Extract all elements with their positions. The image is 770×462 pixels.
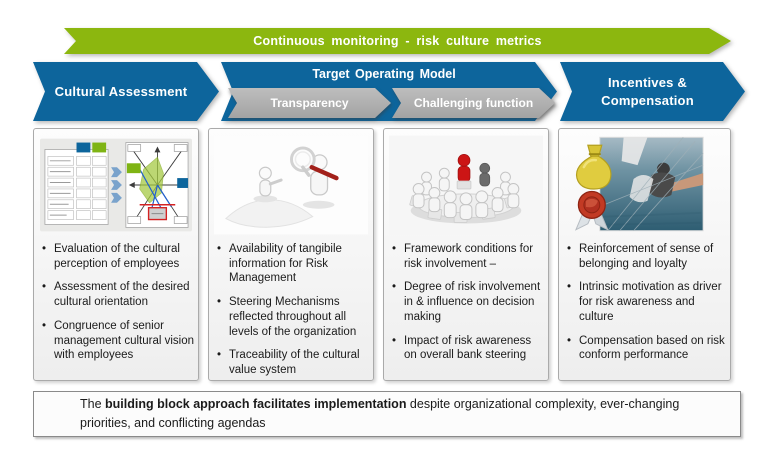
sub-arrow-transparency: Transparency xyxy=(228,88,391,118)
column-challenging-function: Framework conditions for risk involvemen… xyxy=(383,128,549,381)
award-seal-icon xyxy=(574,190,609,231)
pillar-target-operating-model-label: Target Operating Model xyxy=(312,67,456,81)
incentives-image xyxy=(564,134,725,236)
pillar-incentives-compensation: Incentives & Compensation xyxy=(560,62,745,121)
pillar-target-operating-model: Target Operating Model Transparency Chal… xyxy=(221,62,557,121)
key-message-text: The building block approach facilitates … xyxy=(80,395,726,433)
small-figure xyxy=(253,166,283,203)
sub-arrow-challenging-function: Challenging function xyxy=(392,88,555,118)
continuous-monitoring-banner: Continuous monitoring - risk culture met… xyxy=(64,28,731,54)
bullet-item: Evaluation of the cultural perception of… xyxy=(42,242,194,271)
red-leader-figure xyxy=(457,154,471,183)
survey-table-radar-icon xyxy=(39,138,193,232)
bullet-item: Impact of risk awareness on overall bank… xyxy=(392,334,544,363)
column-cultural-assessment: Evaluation of the cultural perception of… xyxy=(33,128,199,381)
incentives-compensation-bullets: Reinforcement of sense of belonging and … xyxy=(567,242,726,363)
bullet-item: Intrinsic motivation as driver for risk … xyxy=(567,280,726,324)
ramp-shape xyxy=(225,199,314,228)
sailing-photo xyxy=(599,136,704,232)
magnifying-glass-handle xyxy=(309,165,339,181)
bullet-item: Congruence of senior management cultural… xyxy=(42,319,194,363)
sail xyxy=(621,137,648,166)
column-transparency: Availability of tangibile information fo… xyxy=(208,128,374,381)
bullet-item: Framework conditions for risk involvemen… xyxy=(392,242,544,271)
magnifier-figures-icon xyxy=(214,135,368,235)
transparency-bullets: Availability of tangibile information fo… xyxy=(217,242,369,378)
survey-table xyxy=(44,142,109,225)
bullet-item: Steering Mechanisms reflected throughout… xyxy=(217,295,369,339)
cultural-assessment-bullets: Evaluation of the cultural perception of… xyxy=(42,242,194,363)
key-message-suffix: despite organizational complexity, ever-… xyxy=(80,397,680,430)
bullet-item: Compensation based on risk conform perfo… xyxy=(567,334,726,363)
banner-label: Continuous monitoring - risk culture met… xyxy=(64,28,731,54)
key-message-prefix: The xyxy=(80,397,106,412)
figures-with-magnifying-glass-image xyxy=(214,134,368,236)
pillar-cultural-assessment: Cultural Assessment xyxy=(33,62,219,121)
crowd-circle-icon xyxy=(389,135,543,235)
green-label-box xyxy=(126,163,141,174)
pillar-incentives-compensation-label: Incentives & Compensation xyxy=(601,74,694,108)
crowd-circle-image xyxy=(389,134,543,236)
incentives-collage-icon xyxy=(574,136,704,232)
blue-label-box xyxy=(177,178,189,188)
bullet-item: Assessment of the desired cultural orien… xyxy=(42,280,194,309)
magnifier-figure xyxy=(290,146,339,209)
sub-arrow-transparency-label: Transparency xyxy=(228,88,391,118)
dark-figure xyxy=(479,162,491,187)
column-incentives-compensation: Reinforcement of sense of belonging and … xyxy=(558,128,731,381)
bullet-item: Reinforcement of sense of belonging and … xyxy=(567,242,726,271)
green-triangle-icon xyxy=(34,393,66,435)
challenging-function-bullets: Framework conditions for risk involvemen… xyxy=(392,242,544,363)
transfer-arrows-icon xyxy=(111,167,122,203)
radar-chart xyxy=(125,142,189,228)
money-bag-icon xyxy=(575,144,612,190)
key-message-box: The building block approach facilitates … xyxy=(33,391,741,437)
bullet-item: Availability of tangibile information fo… xyxy=(217,242,369,286)
pedestal xyxy=(456,180,472,190)
white-figures xyxy=(412,167,520,221)
bullet-item: Traceability of the cultural value syste… xyxy=(217,348,369,377)
key-message-bold: building block approach facilitates impl… xyxy=(105,397,407,412)
bullet-item: Degree of risk involvement in & influenc… xyxy=(392,280,544,324)
culture-survey-table-and-radar-chart-image xyxy=(39,134,193,236)
pillar-cultural-assessment-label: Cultural Assessment xyxy=(54,84,188,99)
sub-arrow-challenging-function-label: Challenging function xyxy=(392,88,555,118)
